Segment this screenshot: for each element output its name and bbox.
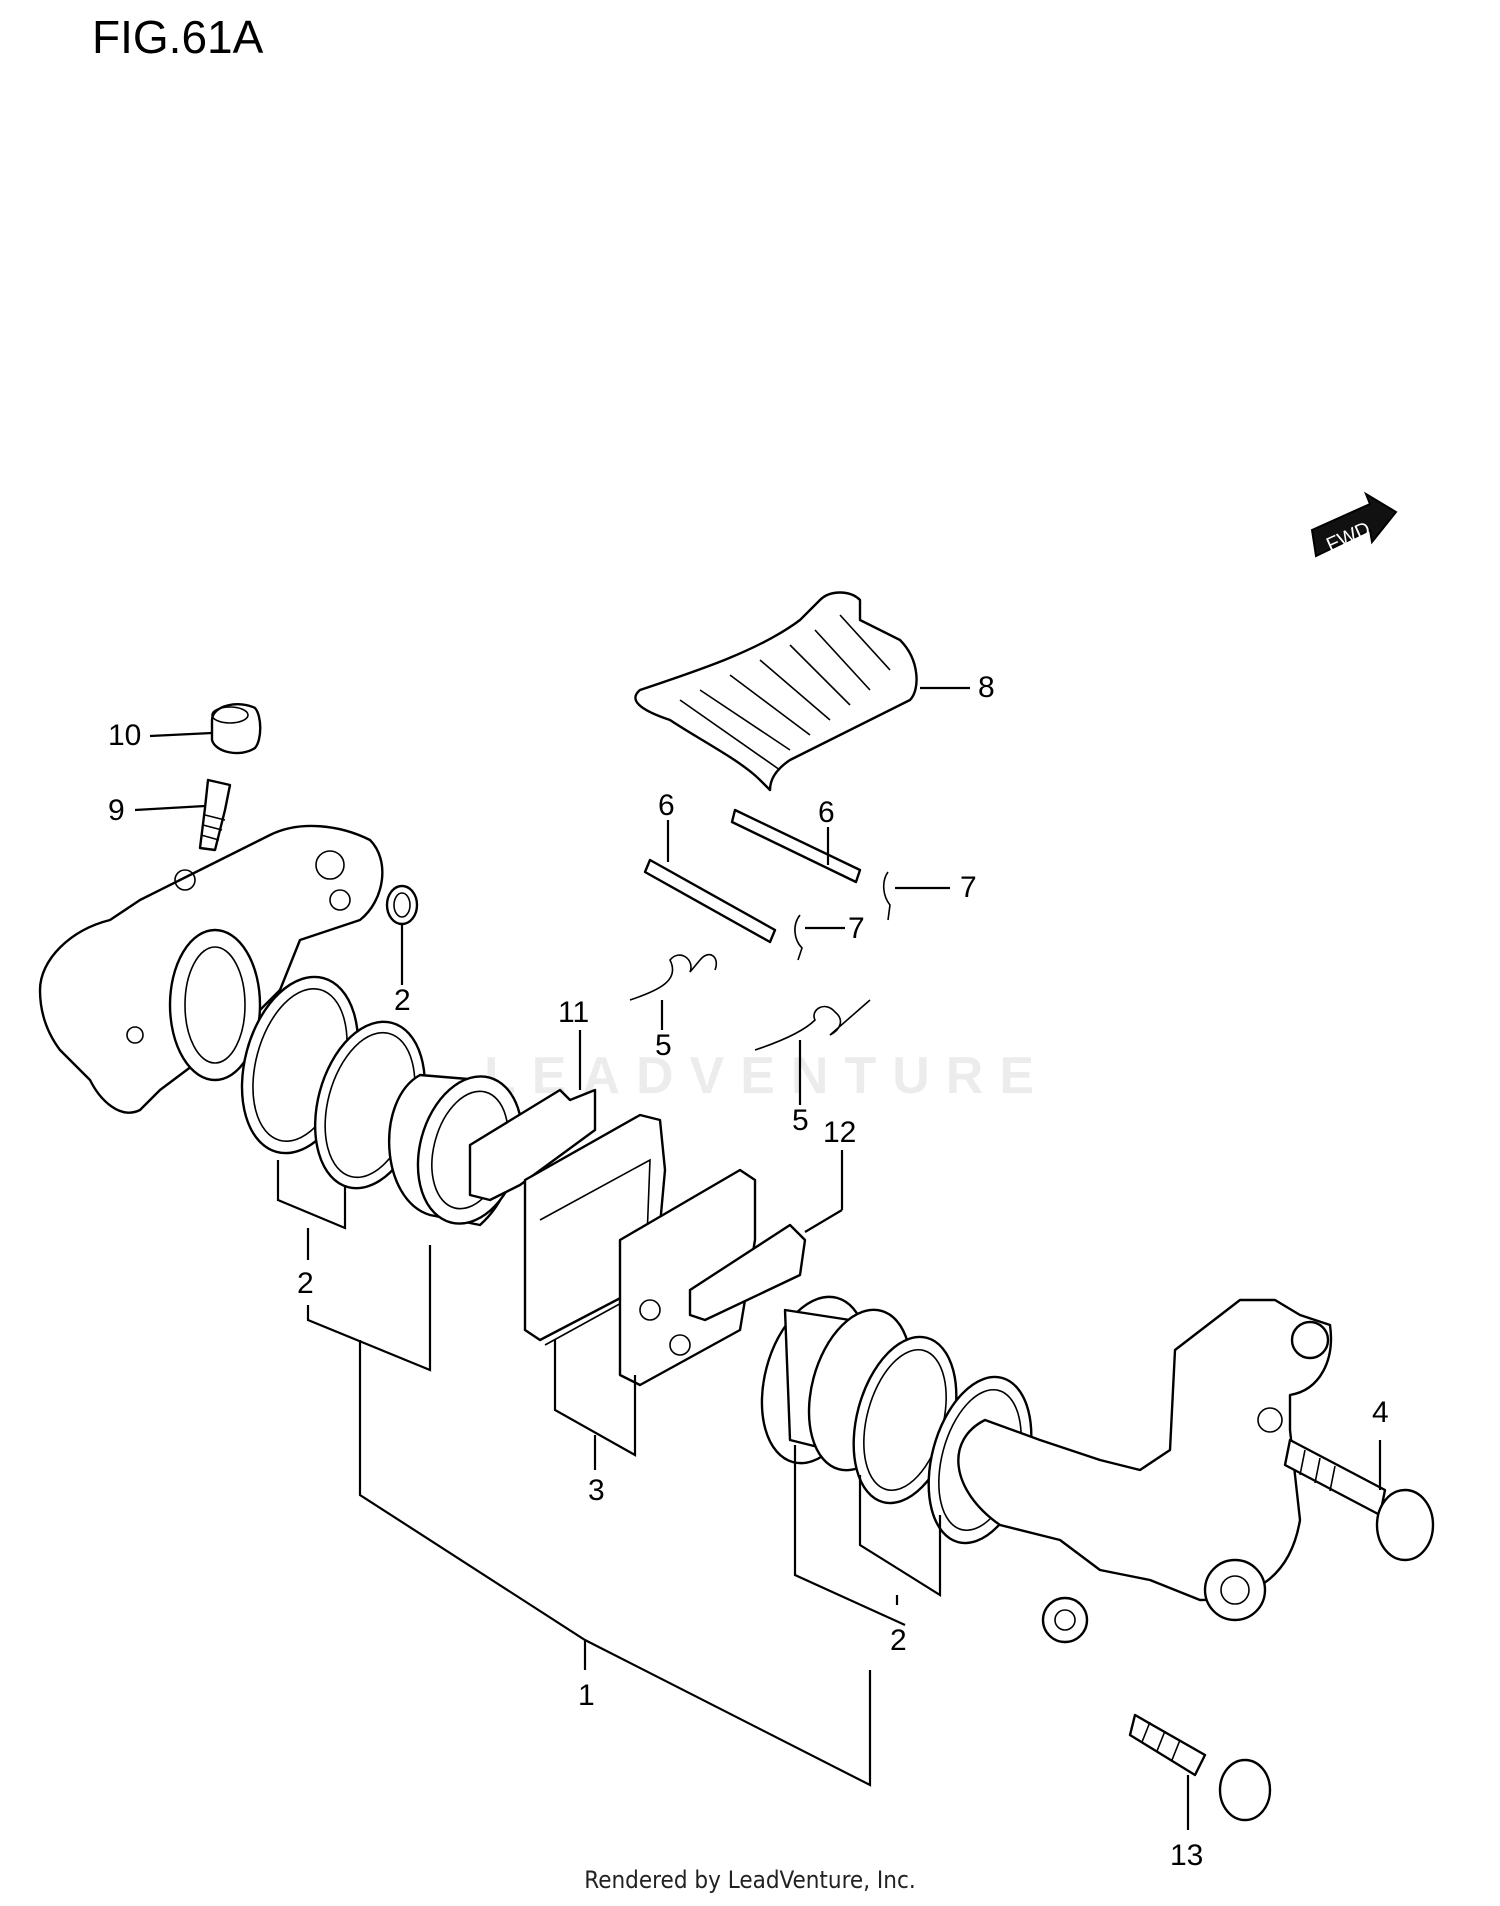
bleeder-cap[interactable] xyxy=(210,703,262,755)
callout-8: 8 xyxy=(978,671,995,704)
pad-shim-right[interactable] xyxy=(688,1223,807,1322)
callout-7a: 7 xyxy=(960,871,977,904)
callout-5a: 5 xyxy=(655,1029,672,1062)
callout-7b: 7 xyxy=(848,912,865,945)
callout-5b: 5 xyxy=(792,1104,809,1137)
pad-pin-right[interactable] xyxy=(730,808,862,884)
fwd-arrow-icon: FWD xyxy=(1310,491,1398,558)
pad-spring-upper[interactable] xyxy=(629,953,718,1001)
pad-shim-left[interactable] xyxy=(468,1088,597,1202)
pad-spring-plate[interactable] xyxy=(634,591,918,792)
callout-4: 4 xyxy=(1372,1396,1389,1429)
caliper-bolt-short[interactable] xyxy=(1128,1713,1272,1822)
figure-title: FIG.61A xyxy=(92,11,264,63)
right-caliper-half[interactable] xyxy=(957,1298,1333,1644)
callout-2b: 2 xyxy=(297,1267,314,1300)
seal-small[interactable] xyxy=(385,884,419,926)
pin-clip-left[interactable] xyxy=(794,914,803,961)
caliper-bolt-long[interactable] xyxy=(1283,1438,1435,1562)
callout-6a: 6 xyxy=(658,789,675,822)
pad-pin-left[interactable] xyxy=(643,858,777,944)
callout-11: 11 xyxy=(558,996,589,1029)
callout-1: 1 xyxy=(578,1679,595,1712)
pin-clip-right[interactable] xyxy=(882,871,891,921)
watermark-text: LEADVENTURE xyxy=(484,1047,1051,1105)
pad-spring-lower[interactable] xyxy=(754,999,871,1051)
callout-3: 3 xyxy=(588,1474,605,1507)
bleeder-valve[interactable] xyxy=(198,778,232,852)
callout-12: 12 xyxy=(823,1116,856,1149)
callout-10: 10 xyxy=(108,719,141,752)
callout-2a: 2 xyxy=(394,984,411,1017)
callout-9: 9 xyxy=(108,794,125,827)
left-caliper-half[interactable] xyxy=(38,824,384,1114)
callout-6b: 6 xyxy=(818,796,835,829)
callout-13: 13 xyxy=(1170,1839,1203,1872)
callout-2c: 2 xyxy=(890,1624,907,1657)
footer-credit: Rendered by LeadVenture, Inc. xyxy=(584,1866,916,1894)
